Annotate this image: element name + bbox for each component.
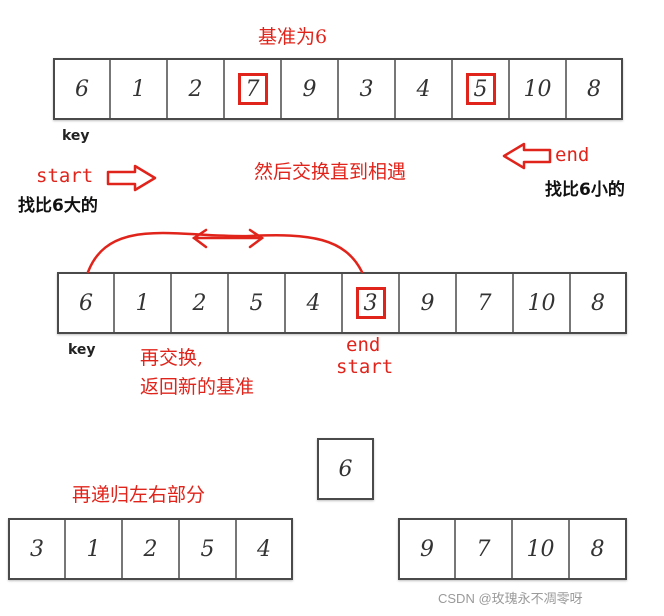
array-row-initial: 6 1 2 7 9 3 4 5 10 8 (53, 58, 623, 120)
find-larger-note: 找比6大的 (18, 196, 98, 216)
meet-end-label: end (346, 334, 381, 356)
array-cell: 4 (286, 274, 343, 332)
array-cell: 3 (339, 60, 396, 118)
array-row-after-swaps: 6 1 2 5 4 3 9 7 10 8 (57, 272, 627, 334)
array-cell: 9 (400, 274, 457, 332)
find-smaller-note: 找比6小的 (545, 180, 625, 200)
end-label: end (555, 144, 590, 166)
array-cell: 8 (591, 290, 605, 316)
array-cell: 3 (10, 520, 66, 578)
start-arrow-icon (106, 164, 157, 192)
array-cell: 2 (123, 520, 180, 578)
array-cell: 5 (229, 274, 286, 332)
array-cell: 9 (400, 520, 456, 578)
swap-note-line2: 返回新的基准 (140, 376, 255, 398)
highlight-box (355, 287, 386, 319)
meet-start-label: start (336, 356, 394, 378)
diagram-title: 基准为6 (258, 26, 328, 48)
highlight-box (465, 73, 496, 105)
highlight-box (237, 73, 268, 105)
array-cell: 6 (55, 60, 111, 118)
array-cell: 1 (66, 520, 123, 578)
array-cell-highlighted: 7 (225, 60, 282, 118)
swap-arc-icon (86, 228, 364, 274)
array-cell: 5 (180, 520, 237, 578)
array-cell: 1 (111, 60, 168, 118)
array-cell: 2 (172, 274, 229, 332)
key-label: key (62, 128, 90, 144)
array-cell: 7 (457, 274, 514, 332)
array-cell: 6 (59, 274, 115, 332)
watermark: CSDN @玫瑰永不凋零呀 (438, 591, 583, 606)
pivot-box: 6 (317, 438, 374, 500)
array-cell: 8 (587, 76, 601, 102)
start-label: start (36, 165, 94, 187)
array-cell: 10 (510, 60, 567, 118)
array-cell: 7 (456, 520, 513, 578)
key-label: key (68, 342, 96, 358)
end-arrow-icon (502, 142, 552, 170)
array-cell: 10 (514, 274, 571, 332)
left-subarray: 3 1 2 5 4 (8, 518, 293, 580)
array-cell: 4 (396, 60, 453, 118)
array-cell: 2 (168, 60, 225, 118)
middle-note: 然后交换直到相遇 (254, 161, 407, 183)
array-cell-highlighted: 3 (343, 274, 400, 332)
recurse-note: 再递归左右部分 (72, 484, 206, 506)
array-cell-highlighted: 5 (453, 60, 510, 118)
right-subarray: 9 7 10 8 (398, 518, 627, 580)
array-cell: 9 (282, 60, 339, 118)
array-cell: 8 (590, 536, 605, 562)
array-cell: 4 (257, 536, 271, 562)
swap-note-line1: 再交换, (140, 347, 204, 369)
array-cell: 10 (513, 520, 570, 578)
array-cell: 6 (338, 456, 353, 482)
array-cell: 1 (115, 274, 172, 332)
